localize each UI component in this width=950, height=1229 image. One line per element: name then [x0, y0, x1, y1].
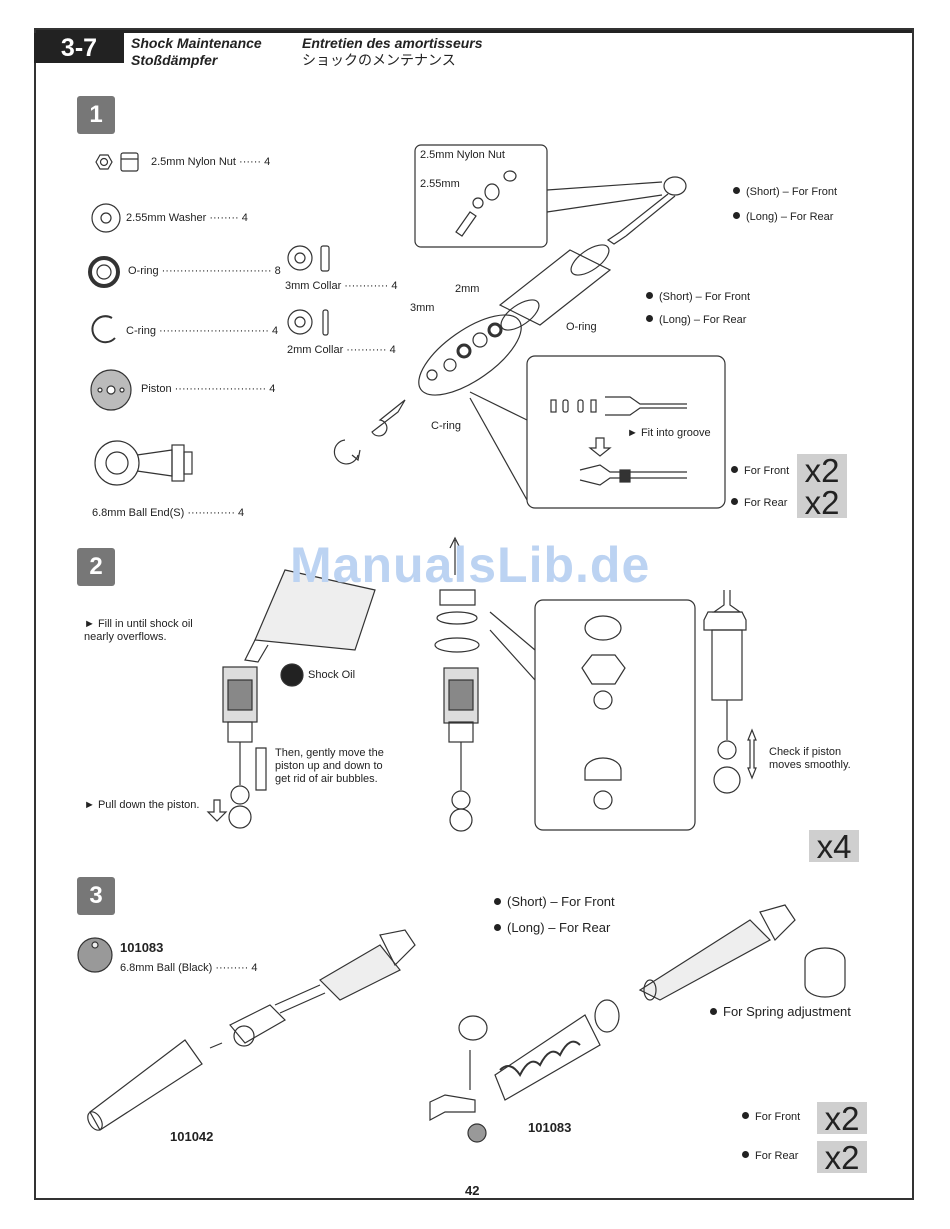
callout-short-front-1: (Short) – For Front [733, 186, 837, 199]
o-ring-icon [88, 256, 120, 288]
note-check-piston: Check if piston moves smoothly. [769, 746, 851, 771]
label-for-front-1: For Front [731, 465, 789, 478]
label-for-rear-1: For Rear [731, 497, 787, 510]
shock-assembly-left-drawing [229, 929, 416, 1047]
callout-3mm: 3mm [410, 302, 435, 314]
c-ring-icon [91, 315, 116, 344]
shock-filling-drawing [206, 666, 267, 829]
title-french: Entretien des amortisseurs [302, 35, 483, 51]
step-badge-1: 1 [77, 96, 115, 134]
part-number-101042: 101042 [170, 1129, 214, 1144]
nylon-nut-detail [455, 170, 517, 237]
section-number: 3-7 [34, 33, 124, 63]
shock-shaft-drawing [606, 176, 687, 245]
part-number-ball: 101083 [120, 940, 164, 955]
title-japanese: ショックのメンテナンス [302, 52, 456, 68]
note-pull-piston: ► Pull down the piston. [84, 799, 200, 811]
title-german: Stoßdämpfer [131, 52, 218, 68]
multiplier-front-1: x2 [797, 454, 847, 488]
callout-fit-groove: ► Fit into groove [627, 427, 711, 439]
callout-short-front-3: (Short) – For Front [494, 895, 615, 908]
callout-long-rear-1: (Long) – For Rear [733, 211, 833, 224]
multiplier-rear-3: x2 [817, 1141, 867, 1175]
label-for-front-3: For Front [742, 1111, 800, 1124]
washer-icon [91, 203, 121, 233]
part-label-o-ring: O-ring ······························ 8 [128, 265, 281, 277]
label-for-rear-3: For Rear [742, 1150, 798, 1163]
callout-spring-adjustment: For Spring adjustment [710, 1005, 851, 1018]
shock-capping-drawing [434, 536, 480, 832]
page-number: 42 [465, 1183, 480, 1198]
nylon-nut-icon [95, 152, 139, 172]
top-rule [34, 28, 914, 33]
ball-end-icon [94, 440, 193, 486]
callout-short-front-2: (Short) – For Front [646, 291, 750, 304]
part-label-c-ring: C-ring ······························ 4 [126, 325, 279, 337]
page-frame [34, 28, 914, 1200]
shock-cap-detail-drawing [581, 615, 626, 810]
note-remove-bubbles: Then, gently move the piston up and down… [275, 747, 384, 785]
callout-long-rear-3: (Long) – For Rear [494, 921, 610, 934]
step-badge-2: 2 [77, 548, 115, 586]
c-ring-groove-detail [550, 396, 687, 486]
callout-2mm: 2mm [455, 283, 480, 295]
part-number-101083: 101083 [528, 1120, 572, 1135]
label-shock-oil: Shock Oil [308, 669, 356, 681]
collar-3mm-icon [287, 245, 330, 272]
callout-long-rear-2: (Long) – For Rear [646, 314, 746, 327]
callout-c-ring: C-ring [431, 420, 461, 432]
collar-2mm-icon [287, 309, 329, 336]
step-badge-3: 3 [77, 877, 115, 915]
oil-bottle-drawing [244, 569, 376, 687]
piston-icon [90, 369, 132, 411]
callout-o-ring: O-ring [566, 321, 597, 333]
title-english: Shock Maintenance [131, 35, 262, 51]
callout-nylon-nut: 2.5mm Nylon Nut [420, 149, 505, 161]
shock-boot-drawing [87, 1039, 203, 1131]
part-label-ball-black: 6.8mm Ball (Black) ········· 4 [120, 962, 258, 974]
multiplier-rear-1: x2 [797, 486, 847, 520]
callout-washer: 2.55mm [420, 178, 460, 190]
multiplier-front-3: x2 [817, 1102, 867, 1136]
part-label-washer: 2.55mm Washer ········ 4 [126, 212, 248, 224]
spring-assembly-drawing [429, 904, 846, 1143]
part-label-nylon-nut: 2.5mm Nylon Nut ······ 4 [151, 156, 271, 168]
note-fill-oil: ► Fill in until shock oil nearly overflo… [84, 618, 193, 643]
part-label-piston: Piston ························· 4 [141, 383, 276, 395]
assembled-shock-check-drawing [703, 590, 757, 794]
part-label-2mm-collar: 2mm Collar ··········· 4 [287, 344, 396, 356]
multiplier-step2: x4 [809, 830, 859, 864]
part-label-ball-end: 6.8mm Ball End(S) ············· 4 [92, 507, 245, 519]
ball-black-icon [77, 937, 113, 973]
watermark: ManualsLib.de [290, 537, 651, 593]
part-label-3mm-collar: 3mm Collar ············ 4 [285, 280, 398, 292]
